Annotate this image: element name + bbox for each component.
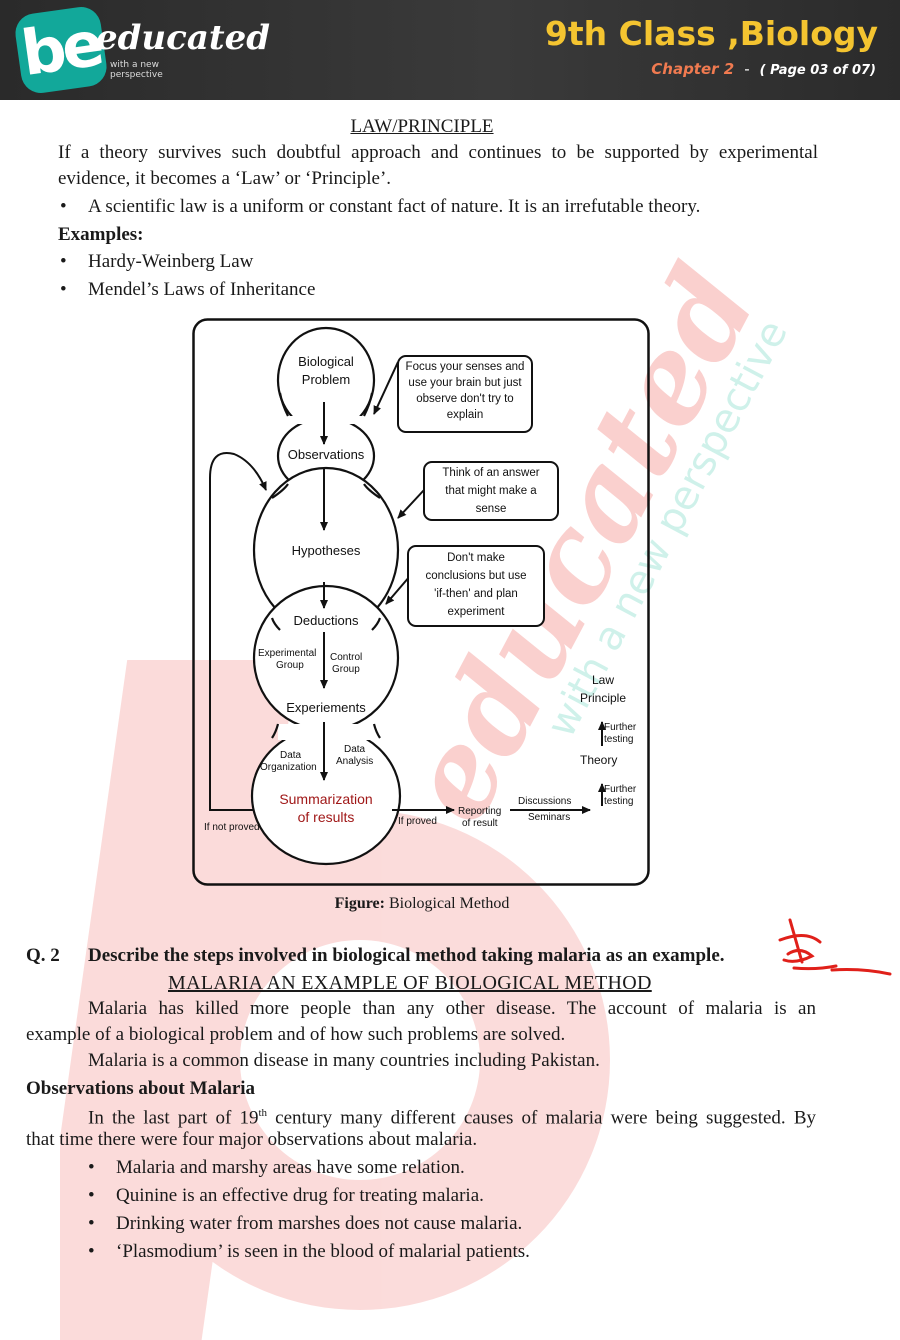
label-law: Law: [592, 673, 614, 687]
question-number: Q. 2: [26, 945, 60, 966]
label-control: Control: [330, 652, 362, 663]
signature-mark: [778, 918, 892, 976]
label-theory: Theory: [580, 753, 617, 767]
label-analysis: Analysis: [336, 756, 373, 767]
label-exp-group: Group: [276, 660, 304, 671]
note-focus-line: use your brain but just: [408, 377, 522, 389]
note-dont-line: Don't make: [447, 552, 505, 564]
note-focus-line: Focus your senses and: [406, 361, 525, 373]
class-subject-title: 9th Class ,Biology: [544, 14, 878, 53]
node-summarization: Summarization: [279, 791, 372, 807]
law-heading: LAW/PRINCIPLE: [350, 116, 494, 137]
ordinal-suffix: th: [258, 1107, 268, 1119]
figure-caption-text: Biological Method: [388, 895, 510, 912]
label-further-1b: testing: [604, 796, 633, 807]
label-data-1: Data: [280, 750, 302, 761]
logo-mark: be: [12, 4, 110, 96]
examples-heading: Examples:: [58, 224, 144, 245]
chapter-label: Chapter 2: [651, 60, 735, 78]
observation-item: ‘Plasmodium’ is seen in the blood of mal…: [88, 1239, 530, 1265]
biological-method-diagram: Biological Problem Observations Hypothes…: [192, 318, 650, 886]
law-para-line2: evidence, it becomes a ‘Law’ or ‘Princip…: [58, 168, 392, 189]
malaria-para3-line2: that time there were four major observat…: [26, 1129, 478, 1150]
label-principle: Principle: [580, 691, 626, 705]
label-control-group: Group: [332, 664, 360, 675]
example-item: Hardy-Weinberg Law: [60, 249, 253, 275]
label-if-proved: If proved: [398, 816, 437, 827]
label-if-not-proved: If not proved: [204, 822, 260, 833]
note-think-box: [423, 461, 559, 521]
flow-outline: [250, 326, 402, 866]
logo-word: educated: [96, 18, 270, 58]
observation-item: Quinine is an effective drug for treatin…: [88, 1183, 484, 1209]
law-para-line1: If a theory survives such doubtful appro…: [58, 142, 818, 163]
label-reporting: Reporting: [458, 806, 501, 817]
note-dont-line: experiment: [448, 606, 506, 618]
label-organization: Organization: [260, 762, 317, 773]
malaria-para2: Malaria is a common disease in many coun…: [88, 1050, 600, 1071]
label-further-1a: Further: [604, 784, 637, 795]
node-results: of results: [298, 809, 355, 825]
node-observations: Observations: [288, 447, 365, 462]
label-discussions: Discussions: [518, 796, 571, 807]
figure-caption: Figure: Biological Method: [0, 891, 844, 917]
observation-item: Drinking water from marshes does not cau…: [88, 1211, 522, 1237]
node-deductions: Deductions: [293, 613, 359, 628]
node-experiments: Experiements: [286, 700, 366, 715]
node-hypotheses: Hypotheses: [292, 543, 361, 558]
chapter-info: Chapter 2-( Page 03 of 07): [651, 60, 876, 78]
question-text: Describe the steps involved in biologica…: [88, 945, 725, 966]
note-think-line: that might make a: [445, 485, 537, 497]
malaria-para3-line1: In the last part of 19th century many di…: [88, 1100, 816, 1131]
note-dont-line: conclusions but use: [425, 570, 526, 582]
note-focus-line: explain: [447, 409, 483, 421]
label-experimental: Experimental: [258, 648, 316, 659]
note-dont-line: 'if-then' and plan: [434, 588, 518, 600]
note-think-line: sense: [476, 503, 507, 515]
brand-logo: be educated with a new perspective: [12, 4, 270, 96]
malaria-para1-line1: Malaria has killed more people than any …: [88, 998, 816, 1019]
label-seminars: Seminars: [528, 812, 570, 823]
label-of-result: of result: [462, 818, 498, 829]
example-item: Mendel’s Laws of Inheritance: [60, 277, 315, 303]
node-problem: Problem: [302, 372, 350, 387]
figure-caption-prefix: Figure:: [334, 895, 385, 912]
logo-tagline: with a new perspective: [110, 60, 163, 80]
law-bullet: A scientific law is a uniform or constan…: [60, 194, 700, 220]
separator: -: [744, 60, 750, 78]
malaria-heading: MALARIA AN EXAMPLE OF BIOLOGICAL METHOD: [168, 972, 652, 994]
note-think-line: Think of an answer: [442, 467, 539, 479]
note-focus-line: observe don't try to: [416, 393, 513, 405]
figure-frame: [192, 318, 650, 886]
note-dont-box: [407, 545, 545, 627]
malaria-para1-line2: example of a biological problem and of h…: [26, 1024, 566, 1045]
para3-text-b: century many different causes of malaria…: [267, 1107, 816, 1129]
para3-text-a: In the last part of 19: [88, 1107, 259, 1129]
label-further-2b: testing: [604, 734, 633, 745]
observations-heading: Observations about Malaria: [26, 1078, 256, 1099]
page-indicator: ( Page 03 of 07): [759, 63, 876, 78]
page-header: be educated with a new perspective 9th C…: [0, 0, 900, 100]
label-further-2a: Further: [604, 722, 637, 733]
node-biological: Biological: [298, 354, 354, 369]
observation-item: Malaria and marshy areas have some relat…: [88, 1155, 465, 1181]
label-data-2: Data: [344, 744, 366, 755]
note-focus-box: [397, 355, 533, 433]
